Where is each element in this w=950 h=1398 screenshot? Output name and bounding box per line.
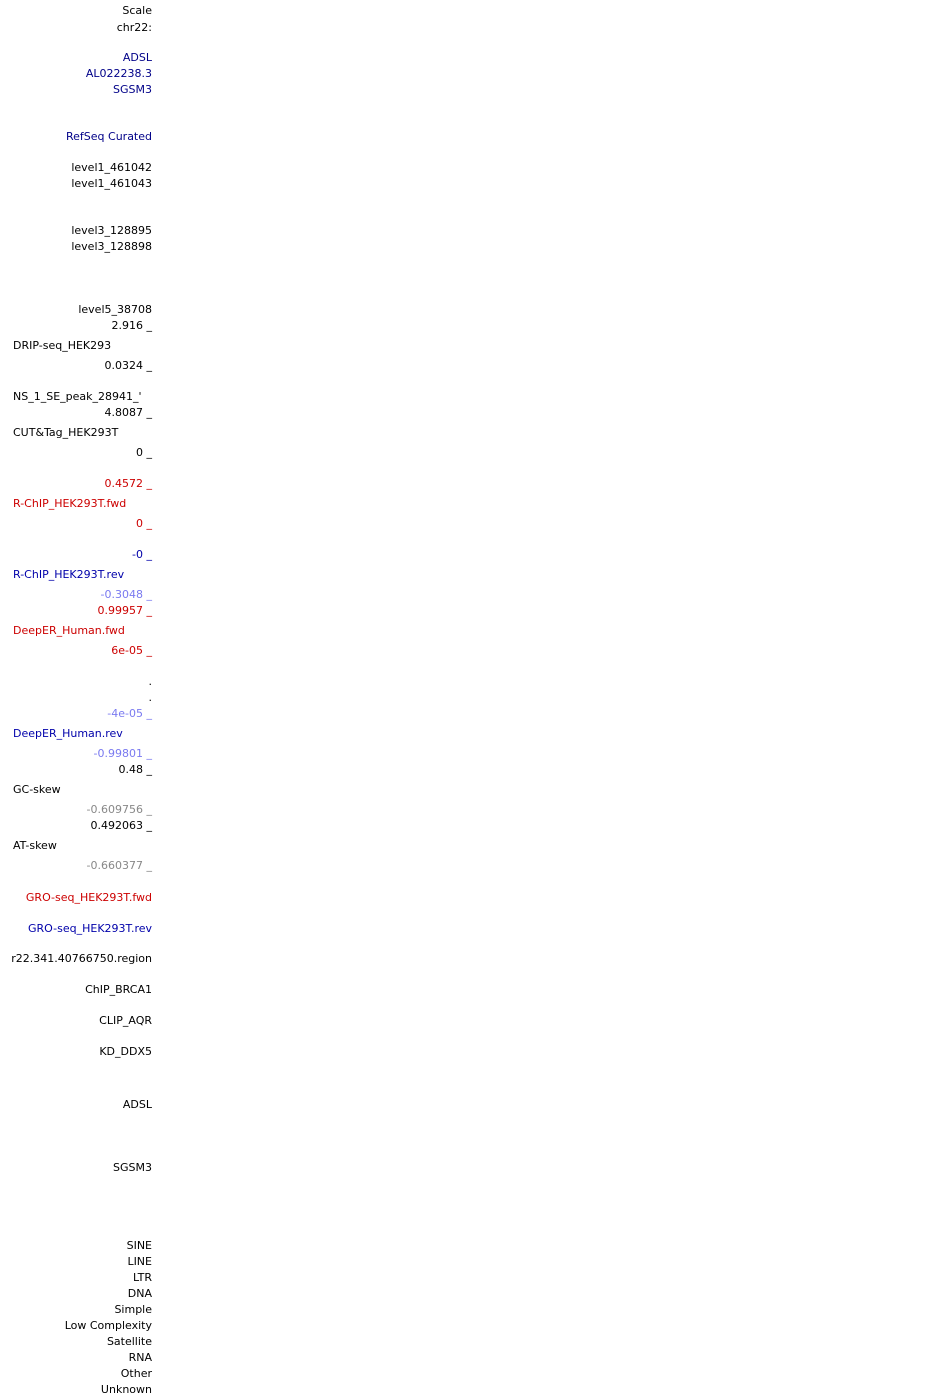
gene-label-sgsm3[interactable]: SGSM3 — [113, 83, 152, 96]
peak-track-label[interactable]: '_NS_1_SE_peak_28941 — [13, 390, 142, 403]
level1-item-1[interactable]: level1_461042 — [71, 161, 152, 174]
deeper-rev-min-value: -0.99801 _ — [93, 747, 152, 760]
gc-skew-min-value: -0.609756 _ — [86, 803, 152, 816]
deeper-rev-track-label[interactable]: DeepER_Human.rev — [13, 727, 123, 740]
chromosome-label: chr22: — [116, 21, 152, 34]
repeat-class-rna[interactable]: RNA — [128, 1351, 152, 1364]
repeat-class-ltr[interactable]: LTR — [133, 1271, 152, 1284]
rchip-rev-track-label[interactable]: R-ChIP_HEK293T.rev — [13, 568, 125, 581]
separator-dot-2: . — [148, 691, 153, 704]
deeper-fwd-track-label[interactable]: DeepER_Human.fwd — [13, 624, 125, 637]
separator-dot-1: . — [148, 675, 153, 688]
repeat-class-satellite[interactable]: Satellite — [106, 1335, 152, 1348]
repeat-class-sine[interactable]: SINE — [126, 1239, 152, 1252]
deeper-fwd-max-value: 0.99957 _ — [97, 604, 152, 617]
deeper-rev-max-value: -4e-05 _ — [107, 707, 152, 720]
gro-rev-track-label[interactable]: GRO-seq_HEK293T.rev — [28, 922, 152, 935]
gene-label-adsl[interactable]: ADSL — [122, 51, 152, 64]
level3-item-1[interactable]: level3_128895 — [71, 224, 152, 237]
gro-fwd-track-label[interactable]: GRO-seq_HEK293T.fwd — [25, 891, 152, 904]
clip-aqr-track-label[interactable]: CLIP_AQR — [99, 1014, 152, 1027]
refseq-track-label[interactable]: RefSeq Curated — [66, 130, 152, 143]
gc-skew-track-label[interactable]: GC-skew — [13, 783, 61, 796]
drip-min-value: 0.0324 _ — [104, 359, 153, 372]
rchip-fwd-min-value: 0 _ — [136, 517, 152, 530]
gene-label-al022238[interactable]: AL022238.3 — [85, 67, 152, 80]
gene-item-adsl[interactable]: ADSL — [122, 1098, 152, 1111]
repeat-class-dna[interactable]: DNA — [127, 1287, 152, 1300]
region-track-label[interactable]: r22.341.40766750.region — [11, 952, 152, 965]
repeat-class-unknown[interactable]: Unknown — [100, 1383, 152, 1396]
rchip-rev-min-value: -0.3048 _ — [100, 588, 152, 601]
at-skew-max-value: 0.492063 _ — [90, 819, 152, 832]
rchip-rev-max-value: -0 _ — [132, 548, 152, 561]
chip-brca1-track-label[interactable]: ChIP_BRCA1 — [85, 983, 152, 996]
repeat-class-low-complexity[interactable]: Low Complexity — [64, 1319, 152, 1332]
level3-item-2[interactable]: level3_128898 — [71, 240, 152, 253]
track-label-column: Scale chr22: ADSL AL022238.3 SGSM3 RefSe… — [0, 0, 160, 1398]
cuttag-max-value: 4.8087 _ — [104, 406, 153, 419]
gc-skew-max-value: 0.48 _ — [118, 763, 153, 776]
repeat-class-simple[interactable]: Simple — [114, 1303, 152, 1316]
gene-item-sgsm3[interactable]: SGSM3 — [113, 1161, 152, 1174]
drip-track-label[interactable]: DRIP-seq_HEK293 — [13, 339, 112, 352]
repeat-class-line[interactable]: LINE — [127, 1255, 152, 1268]
repeat-class-other[interactable]: Other — [120, 1367, 152, 1380]
drip-max-value: 2.916 _ — [111, 319, 153, 332]
cuttag-min-value: 0 _ — [136, 446, 152, 459]
rchip-fwd-track-label[interactable]: R-ChIP_HEK293T.fwd — [13, 497, 127, 510]
scale-label: Scale — [122, 4, 152, 17]
at-skew-track-label[interactable]: AT-skew — [13, 839, 57, 852]
level1-item-2[interactable]: level1_461043 — [71, 177, 152, 190]
kd-ddx5-track-label[interactable]: KD_DDX5 — [99, 1045, 152, 1058]
at-skew-min-value: -0.660377 _ — [86, 859, 152, 872]
cuttag-track-label[interactable]: CUT&Tag_HEK293T — [13, 426, 119, 439]
rchip-fwd-max-value: 0.4572 _ — [104, 477, 153, 490]
level5-item[interactable]: level5_38708 — [78, 303, 152, 316]
deeper-fwd-min-value: 6e-05 _ — [111, 644, 152, 657]
